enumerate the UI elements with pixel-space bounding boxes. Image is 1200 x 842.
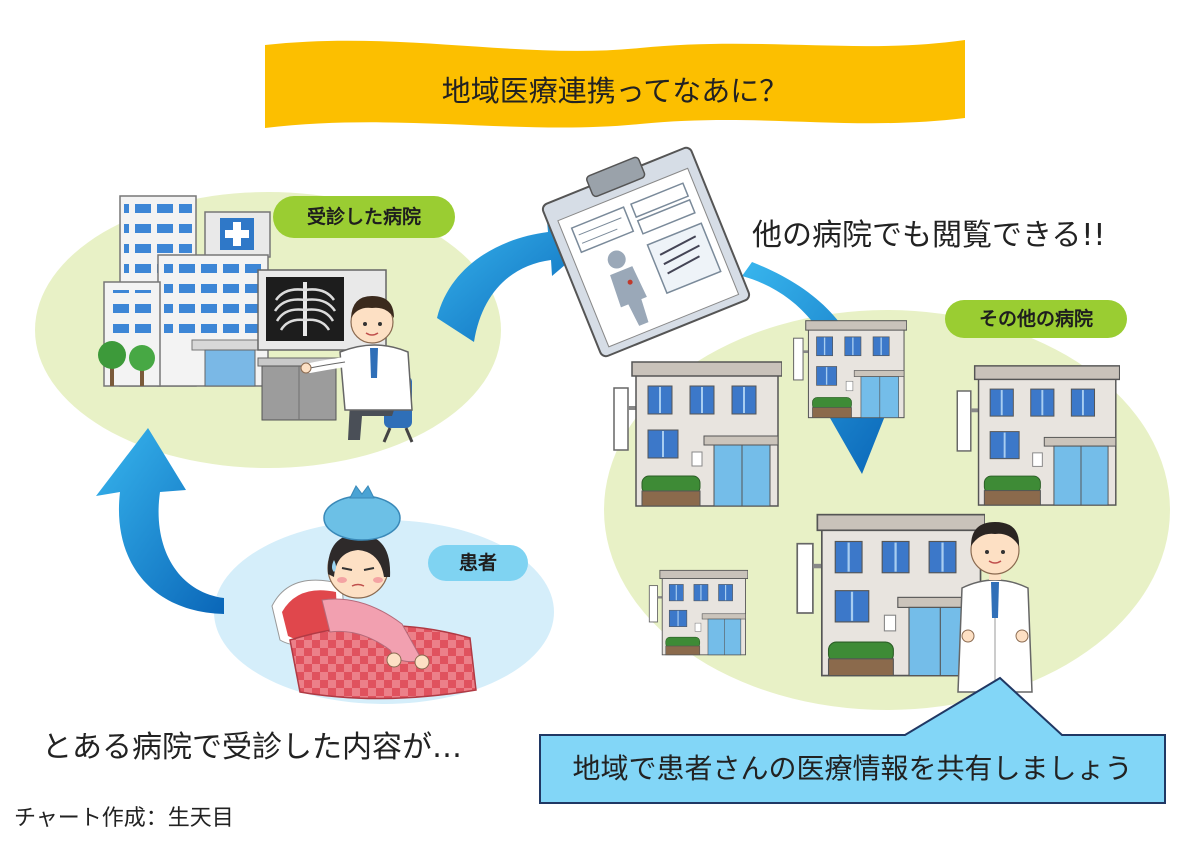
credit: チャート作成：生天目 [14, 800, 234, 832]
clinic-building-icon [649, 570, 748, 654]
clinic-building-icon [797, 515, 985, 676]
medical-chart-clipboard-icon [537, 137, 751, 358]
page-title: 地域医療連携ってなあに？ [265, 70, 965, 112]
caption-view-anywhere: 他の病院でも閲覧できる!! [752, 210, 1105, 254]
clinic-building-icon [614, 362, 782, 506]
caption-visit: とある病院で受診した内容が… [42, 722, 462, 766]
clinic-building-icon [794, 321, 907, 418]
hospital-building-icon [98, 196, 270, 386]
callout-text: 地域で患者さんの医療情報を共有しましょう [540, 735, 1165, 803]
patient-label: 患者 [428, 545, 528, 581]
other-hospitals-label: その他の病院 [945, 300, 1127, 338]
hospital-label: 受診した病院 [273, 196, 455, 238]
clinic-building-icon [957, 366, 1119, 505]
